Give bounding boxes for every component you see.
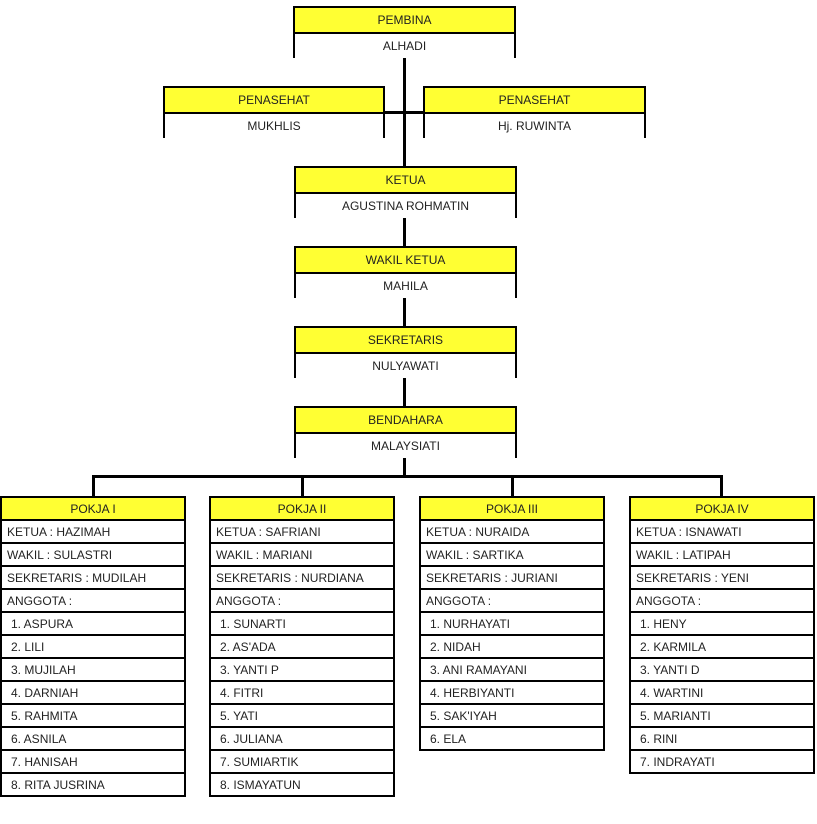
pokja-anggota-label: ANGGOTA : xyxy=(209,588,395,613)
pokja-sekretaris: SEKRETARIS : NURDIANA xyxy=(209,565,395,590)
penasehat-right-title: PENASEHAT xyxy=(425,88,644,114)
connector-wakil-sekretaris xyxy=(403,297,406,327)
connector-pokja-1 xyxy=(92,475,95,497)
pembina-name: ALHADI xyxy=(295,34,514,58)
pokja-member: 3. YANTI P xyxy=(209,657,395,682)
pokja-member: 2. KARMILA xyxy=(629,634,815,659)
wakil-ketua-title: WAKIL KETUA xyxy=(296,248,515,274)
pokja-member: 1. SUNARTI xyxy=(209,611,395,636)
pokja-2-column: POKJA II KETUA : SAFRIANI WAKIL : MARIAN… xyxy=(209,496,395,797)
penasehat-left-box: PENASEHAT MUKHLIS xyxy=(163,86,385,138)
pokja-member: 6. ELA xyxy=(419,726,605,751)
pokja-member: 3. MUJILAH xyxy=(0,657,186,682)
connector-bendahara-bus xyxy=(403,457,406,477)
pokja-ketua: KETUA : SAFRIANI xyxy=(209,519,395,544)
pokja-wakil: WAKIL : SARTIKA xyxy=(419,542,605,567)
bendahara-title: BENDAHARA xyxy=(296,408,515,434)
pokja-member: 1. HENY xyxy=(629,611,815,636)
bendahara-name: MALAYSIATI xyxy=(296,434,515,458)
pokja-member: 2. AS'ADA xyxy=(209,634,395,659)
connector-pokja-3 xyxy=(511,475,514,497)
pokja-title: POKJA III xyxy=(419,496,605,521)
pokja-member: 5. MARIANTI xyxy=(629,703,815,728)
pokja-member: 6. RINI xyxy=(629,726,815,751)
connector-pokja-2 xyxy=(301,475,304,497)
pokja-anggota-label: ANGGOTA : xyxy=(0,588,186,613)
ketua-title: KETUA xyxy=(296,168,515,194)
pokja-anggota-label: ANGGOTA : xyxy=(419,588,605,613)
connector-ketua-wakil xyxy=(403,217,406,247)
pokja-member: 8. ISMAYATUN xyxy=(209,772,395,797)
pokja-member: 4. HERBIYANTI xyxy=(419,680,605,705)
pokja-member: 6. ASNILA xyxy=(0,726,186,751)
pokja-anggota-label: ANGGOTA : xyxy=(629,588,815,613)
pokja-member: 7. HANISAH xyxy=(0,749,186,774)
pokja-member: 1. ASPURA xyxy=(0,611,186,636)
ketua-box: KETUA AGUSTINA ROHMATIN xyxy=(294,166,517,218)
penasehat-left-name: MUKHLIS xyxy=(165,114,383,138)
pokja-member: 1. NURHAYATI xyxy=(419,611,605,636)
pokja-sekretaris: SEKRETARIS : JURIANI xyxy=(419,565,605,590)
pokja-member: 4. FITRI xyxy=(209,680,395,705)
pokja-title: POKJA IV xyxy=(629,496,815,521)
pokja-member: 7. SUMIARTIK xyxy=(209,749,395,774)
connector-pokja-4 xyxy=(720,475,723,497)
pokja-member: 6. JULIANA xyxy=(209,726,395,751)
pokja-title: POKJA II xyxy=(209,496,395,521)
pokja-member: 4. DARNIAH xyxy=(0,680,186,705)
pokja-member: 3. YANTI D xyxy=(629,657,815,682)
pokja-member: 3. ANI RAMAYANI xyxy=(419,657,605,682)
pokja-3-column: POKJA III KETUA : NURAIDA WAKIL : SARTIK… xyxy=(419,496,605,751)
ketua-name: AGUSTINA ROHMATIN xyxy=(296,194,515,218)
pokja-sekretaris: SEKRETARIS : MUDILAH xyxy=(0,565,186,590)
bendahara-box: BENDAHARA MALAYSIATI xyxy=(294,406,517,458)
penasehat-left-title: PENASEHAT xyxy=(165,88,383,114)
sekretaris-box: SEKRETARIS NULYAWATI xyxy=(294,326,517,378)
pokja-wakil: WAKIL : MARIANI xyxy=(209,542,395,567)
pokja-wakil: WAKIL : SULASTRI xyxy=(0,542,186,567)
pokja-member: 2. LILI xyxy=(0,634,186,659)
sekretaris-title: SEKRETARIS xyxy=(296,328,515,354)
pokja-member: 5. RAHMITA xyxy=(0,703,186,728)
pokja-title: POKJA I xyxy=(0,496,186,521)
pokja-member: 7. INDRAYATI xyxy=(629,749,815,774)
pokja-member: 8. RITA JUSRINA xyxy=(0,772,186,797)
pokja-ketua: KETUA : HAZIMAH xyxy=(0,519,186,544)
penasehat-right-name: Hj. RUWINTA xyxy=(425,114,644,138)
wakil-ketua-box: WAKIL KETUA MAHILA xyxy=(294,246,517,298)
pokja-member: 5. YATI xyxy=(209,703,395,728)
pokja-wakil: WAKIL : LATIPAH xyxy=(629,542,815,567)
pokja-4-column: POKJA IV KETUA : ISNAWATI WAKIL : LATIPA… xyxy=(629,496,815,774)
pokja-1-column: POKJA I KETUA : HAZIMAH WAKIL : SULASTRI… xyxy=(0,496,186,797)
pokja-member: 5. SAK'IYAH xyxy=(419,703,605,728)
pembina-title: PEMBINA xyxy=(295,8,514,34)
penasehat-right-box: PENASEHAT Hj. RUWINTA xyxy=(423,86,646,138)
pokja-ketua: KETUA : ISNAWATI xyxy=(629,519,815,544)
pokja-member: 4. WARTINI xyxy=(629,680,815,705)
pembina-box: PEMBINA ALHADI xyxy=(293,6,516,58)
connector-sekretaris-bendahara xyxy=(403,377,406,407)
wakil-ketua-name: MAHILA xyxy=(296,274,515,298)
sekretaris-name: NULYAWATI xyxy=(296,354,515,378)
pokja-sekretaris: SEKRETARIS : YENI xyxy=(629,565,815,590)
connector-penasehat xyxy=(384,111,425,114)
pokja-ketua: KETUA : NURAIDA xyxy=(419,519,605,544)
connector-bus xyxy=(92,475,722,478)
pokja-member: 2. NIDAH xyxy=(419,634,605,659)
